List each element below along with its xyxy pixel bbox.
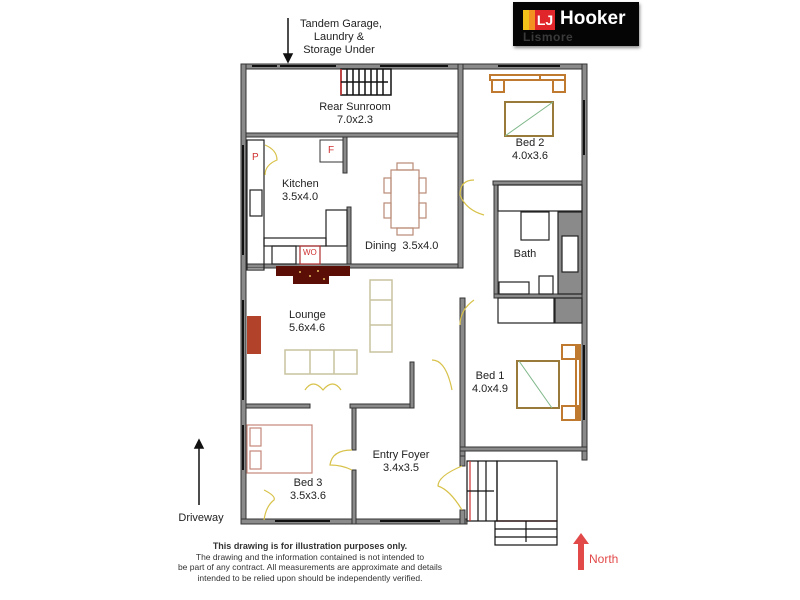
- bed-1-bed: [516, 344, 581, 421]
- logo-brand: Hooker: [560, 8, 626, 29]
- room-name: Bed 1: [475, 370, 505, 382]
- room-dining: Dining 3.5x4.0: [365, 240, 438, 253]
- lj-hooker-logo: LJ Hooker Lismore: [513, 2, 639, 46]
- room-name: Entry Foyer: [372, 449, 430, 461]
- fireplace: [276, 266, 350, 284]
- room-size: 4.0x3.6: [511, 150, 549, 162]
- room-size: 3.5x4.0: [402, 240, 439, 252]
- driveway-label: Driveway: [178, 512, 224, 524]
- logo-mark: LJ: [535, 10, 555, 30]
- disclaimer: This drawing is for illustration purpose…: [160, 541, 460, 583]
- bed-2-bed: [489, 74, 566, 137]
- room-size: 3.4x3.5: [382, 462, 420, 474]
- rear-staircase: [340, 68, 392, 96]
- room-bath: Bath: [505, 248, 545, 261]
- fridge-label: F: [328, 145, 335, 156]
- north-label: North: [589, 552, 619, 566]
- front-porch: [466, 460, 558, 546]
- disclaimer-line-1: The drawing and the information containe…: [195, 551, 425, 562]
- dining-table: [383, 162, 427, 236]
- garage-note-line-2: Laundry &: [313, 31, 365, 43]
- garage-note: Tandem Garage, Laundry & Storage Under: [300, 18, 382, 57]
- garage-note-line-3: Storage Under: [303, 44, 375, 56]
- room-name: Rear Sunroom: [319, 101, 391, 113]
- room-size: 3.5x3.6: [289, 490, 327, 502]
- garage-note-line-1: Tandem Garage,: [300, 18, 382, 30]
- lounge-sofas: [284, 279, 393, 375]
- room-bed-3: Bed 3 3.5x3.6: [286, 477, 330, 503]
- logo-yellow-bar: [523, 10, 529, 30]
- room-size: 4.0x4.9: [471, 383, 509, 395]
- kitchen-counters: [246, 139, 348, 271]
- bed-3-bed: [246, 424, 313, 474]
- room-name: Bath: [513, 248, 537, 260]
- logo-office: Lismore: [523, 30, 574, 44]
- room-name: Kitchen: [282, 178, 319, 190]
- windows: [242, 65, 585, 522]
- pantry-label: P: [252, 152, 259, 163]
- room-entry-foyer: Entry Foyer 3.4x3.5: [366, 449, 436, 475]
- room-name: Bed 3: [293, 477, 323, 489]
- room-size: 7.0x2.3: [336, 114, 374, 126]
- room-bed-2: Bed 2 4.0x3.6: [505, 137, 555, 163]
- room-kitchen: Kitchen 3.5x4.0: [282, 178, 319, 204]
- north-arrow: [573, 533, 589, 570]
- bath-fixtures: [497, 184, 583, 324]
- disclaimer-line-2: be part of any contract. All measurement…: [177, 562, 443, 572]
- room-name: Dining: [365, 240, 397, 252]
- doors: [263, 144, 485, 521]
- room-lounge: Lounge 5.6x4.6: [289, 309, 326, 335]
- room-bed-1: Bed 1 4.0x4.9: [468, 370, 512, 396]
- disclaimer-heading: This drawing is for illustration purpose…: [212, 541, 408, 551]
- wall-oven-label: WO: [303, 248, 317, 257]
- arrows: [193, 18, 294, 505]
- room-size: 5.6x4.6: [289, 322, 326, 334]
- room-name: Bed 2: [515, 137, 545, 149]
- logo-orange-bar: [529, 10, 535, 30]
- disclaimer-line-3: intended to be relied upon should be ind…: [197, 572, 423, 583]
- room-name: Lounge: [289, 309, 326, 321]
- room-size: 3.5x4.0: [282, 191, 319, 203]
- room-rear-sunroom: Rear Sunroom 7.0x2.3: [310, 101, 400, 127]
- lounge-armchair: [247, 316, 261, 354]
